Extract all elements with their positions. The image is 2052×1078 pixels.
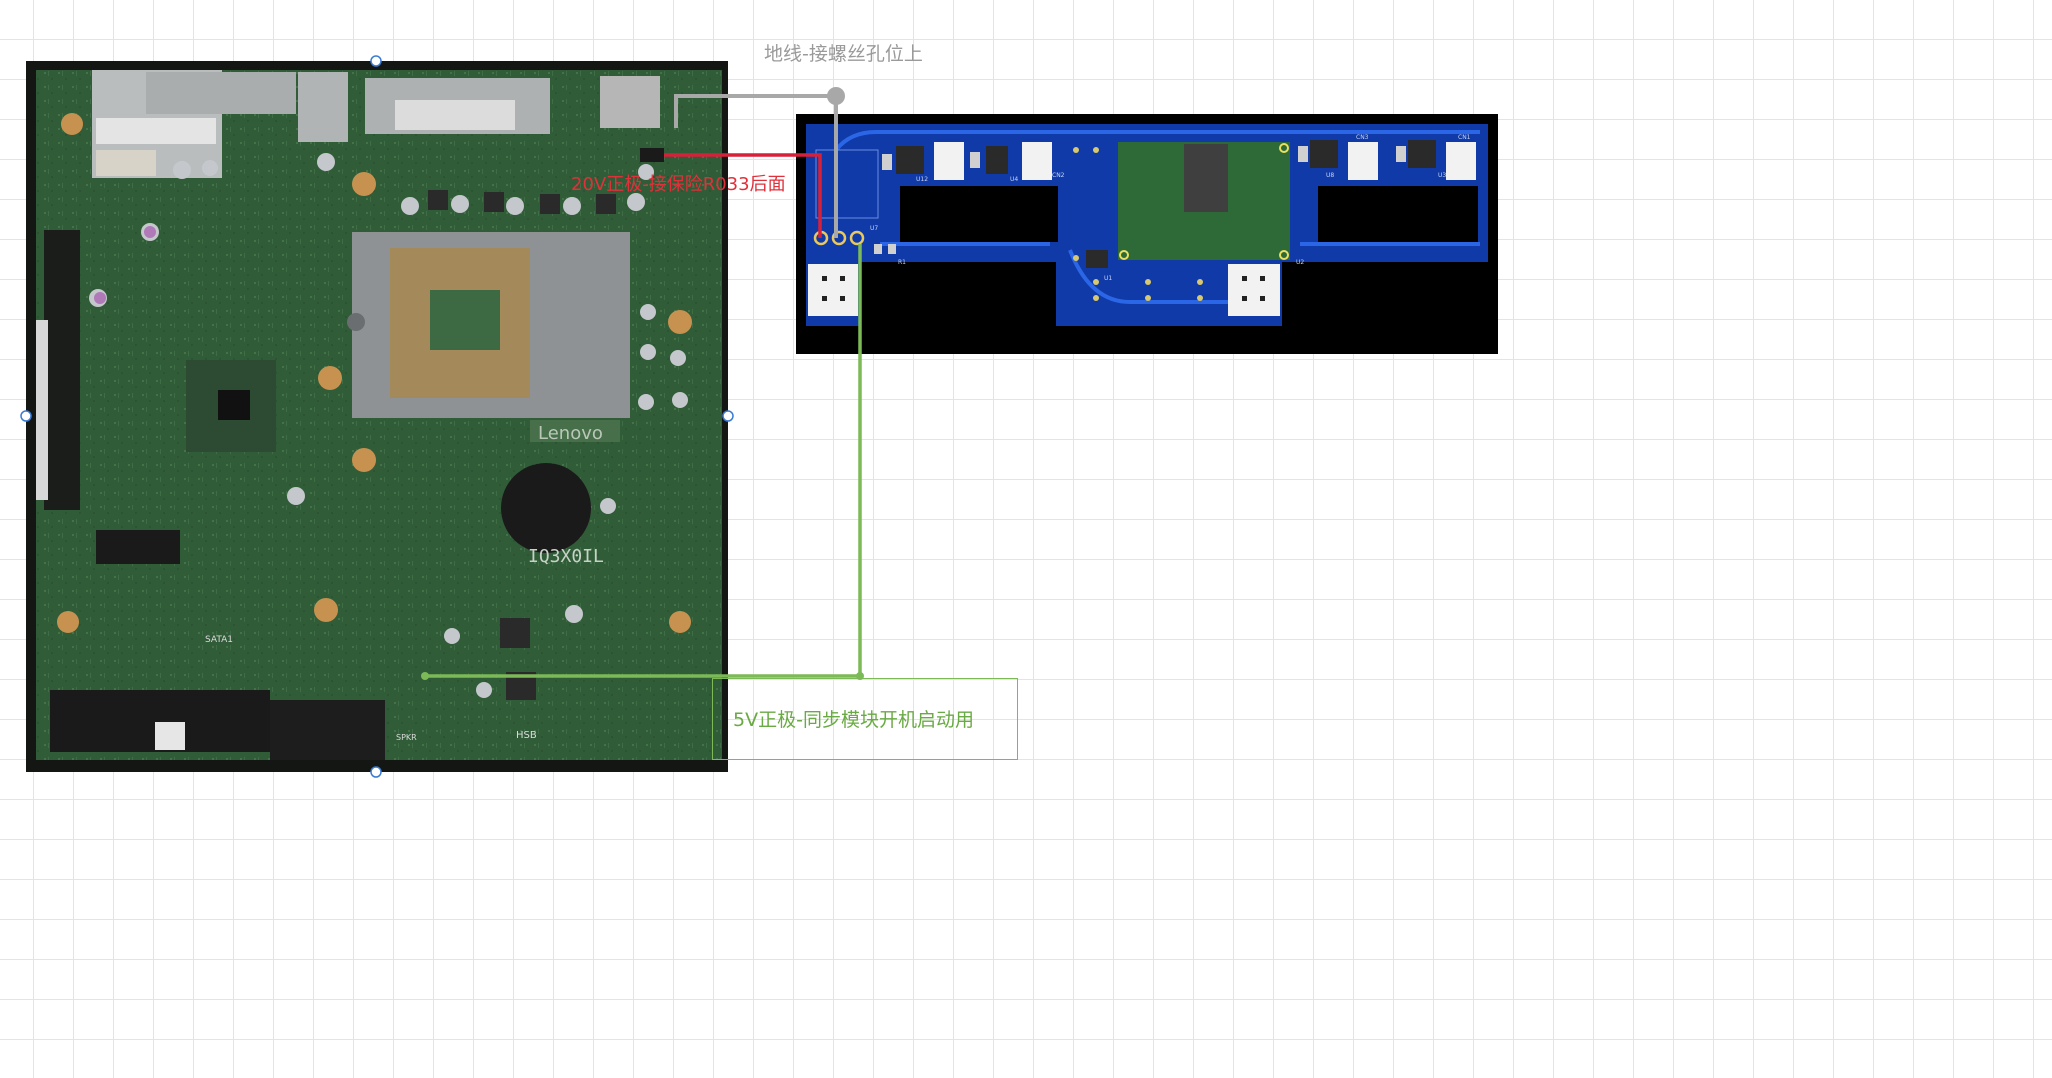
display-port xyxy=(298,72,348,142)
motherboard-image[interactable]: Lenovo IQ3X0IL SATA1 SPKR HSB xyxy=(20,55,734,778)
lenovo-logo: Lenovo xyxy=(538,423,603,444)
label-u12: U12 xyxy=(916,176,928,183)
board-chip-text: IQ3X0IL xyxy=(528,546,604,567)
label-u1: U1 xyxy=(1104,275,1112,282)
socket-lever xyxy=(347,313,365,331)
label-u8: U8 xyxy=(1326,172,1334,179)
screw-hole xyxy=(352,448,376,472)
pch-die xyxy=(218,390,250,420)
screw-hole xyxy=(668,310,692,334)
ground-label[interactable]: 地线-接螺丝孔位上 xyxy=(764,43,923,65)
ground-wire-junction xyxy=(827,87,845,105)
sata-label: SATA1 xyxy=(205,635,233,645)
connector-pins xyxy=(822,276,1265,301)
made-in-china-label xyxy=(395,100,515,130)
wifi-sticker xyxy=(155,722,185,750)
pcb-cutout-left xyxy=(900,186,1058,242)
positive-5v-label[interactable]: 5V正极-同步模块开机启动用 xyxy=(733,709,974,731)
lenovo-logo-area xyxy=(530,420,620,442)
m2-slot xyxy=(96,530,180,564)
screw-hole-top-left xyxy=(61,113,83,135)
label-u4: U4 xyxy=(1010,176,1018,183)
label-u3: U3 xyxy=(1438,172,1446,179)
module-pad xyxy=(1119,250,1129,260)
label-u7: U7 xyxy=(870,225,878,232)
screw-hole xyxy=(318,366,342,390)
label-r1: R1 xyxy=(898,259,906,266)
vias xyxy=(1073,147,1203,301)
diagram-canvas: Lenovo IQ3X0IL SATA1 SPKR HSB xyxy=(20,55,1498,778)
module-chip xyxy=(1184,144,1228,212)
purple-capacitor xyxy=(94,292,106,304)
bottom-connector xyxy=(270,700,385,760)
fuse-r033 xyxy=(640,148,664,162)
label-cn1: CN1 xyxy=(1458,134,1471,141)
positive-5v-label-box[interactable] xyxy=(712,678,1018,760)
pcie-slot xyxy=(44,230,80,510)
pcb-traces xyxy=(834,130,1480,304)
label-cn2: CN2 xyxy=(1052,172,1065,179)
purple-capacitor xyxy=(144,226,156,238)
screw-hole xyxy=(669,611,691,633)
screw-hole xyxy=(352,172,376,196)
positive-20v-wire[interactable] xyxy=(664,153,822,238)
power-module-pcb[interactable]: CN2 CN3 CN1 U7 U1 U2 R1 U3 U4 U8 U12 xyxy=(796,114,1498,354)
slot-bracket xyxy=(36,320,48,500)
spkr-label: SPKR xyxy=(396,733,417,742)
regulator-ics xyxy=(896,140,1436,268)
mac-address-label xyxy=(96,118,216,144)
label-cn3: CN3 xyxy=(1356,134,1369,141)
smd-resistors xyxy=(874,146,1406,254)
cmos-battery xyxy=(501,463,591,553)
screw-hole xyxy=(57,611,79,633)
usb-ports xyxy=(146,72,296,114)
module-pad xyxy=(1279,250,1289,260)
selection-handles[interactable] xyxy=(20,55,734,778)
screw-hole xyxy=(314,598,338,622)
positive-20v-label[interactable]: 20V正极-接保险R033后面 xyxy=(571,174,786,195)
hsb-label: HSB xyxy=(516,730,537,741)
input-pads[interactable] xyxy=(813,230,865,246)
ground-wire[interactable] xyxy=(674,94,838,238)
cpu-socket-center xyxy=(430,290,500,350)
io-sticker xyxy=(96,150,156,176)
pcb-cutout-right xyxy=(1318,186,1478,242)
pcb-connectors xyxy=(808,142,1476,316)
positive-5v-endpoint xyxy=(421,672,429,680)
module-pad xyxy=(1279,143,1289,153)
inductors xyxy=(428,190,616,700)
pcb-silkscreen-box xyxy=(815,149,879,219)
label-u2: U2 xyxy=(1296,259,1304,266)
dc-jack xyxy=(600,76,660,128)
